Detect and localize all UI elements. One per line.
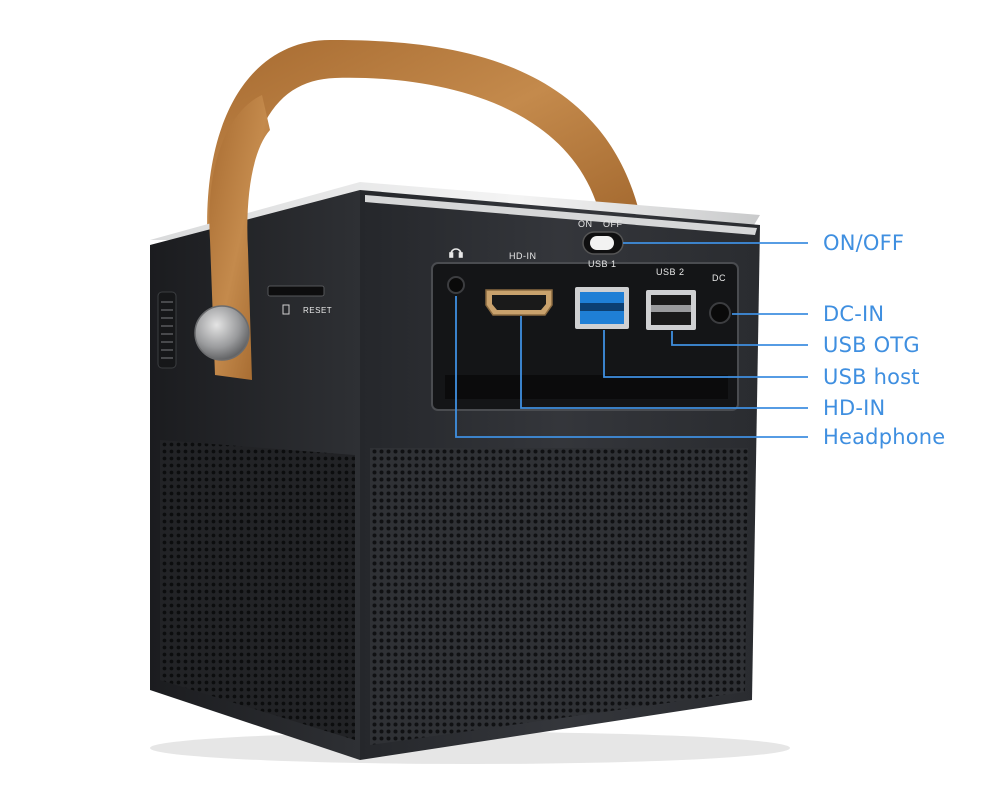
- callout-headphone: Headphone: [823, 425, 946, 449]
- callout-line-usbotg: [671, 331, 808, 346]
- headphone-jack: [447, 276, 465, 294]
- sd-card-icon: [282, 304, 290, 315]
- callout-lines: [455, 242, 808, 438]
- switch-off-label: OFF: [603, 219, 623, 229]
- callout-usbhost: USB host: [823, 365, 920, 389]
- sd-card-slot: [267, 285, 325, 297]
- usb2-port: [646, 290, 696, 330]
- reset-label: RESET: [303, 306, 332, 315]
- callout-dcin: DC-IN: [823, 302, 885, 326]
- hdmi-port: [485, 289, 553, 316]
- side-speaker-grille: [160, 440, 355, 740]
- power-switch: [582, 231, 624, 255]
- strap-knob: [194, 305, 250, 361]
- front-top-edge: [365, 195, 757, 235]
- port-usb1-label: USB 1: [588, 259, 617, 269]
- focus-wheel: [157, 291, 177, 369]
- callout-line-hdin: [520, 316, 808, 409]
- dc-jack: [709, 302, 731, 324]
- port-usb2-label: USB 2: [656, 267, 685, 277]
- callout-line-headphone: [455, 296, 808, 438]
- port-hdin-label: HD-IN: [509, 251, 537, 261]
- usb1-port: [575, 287, 629, 329]
- port-dc-label: DC: [712, 273, 726, 283]
- switch-on-label: ON: [578, 219, 593, 229]
- headphone-icon: [449, 248, 463, 258]
- callout-onoff: ON/OFF: [823, 231, 905, 255]
- front-speaker-grille: [370, 448, 748, 745]
- strap-back: [207, 40, 640, 260]
- callout-line-usbhost: [603, 330, 808, 378]
- focus-wheel-ridges: [161, 301, 173, 359]
- vent-slots: [445, 375, 728, 399]
- callout-usbotg: USB OTG: [823, 333, 920, 357]
- callout-hdin: HD-IN: [823, 396, 886, 420]
